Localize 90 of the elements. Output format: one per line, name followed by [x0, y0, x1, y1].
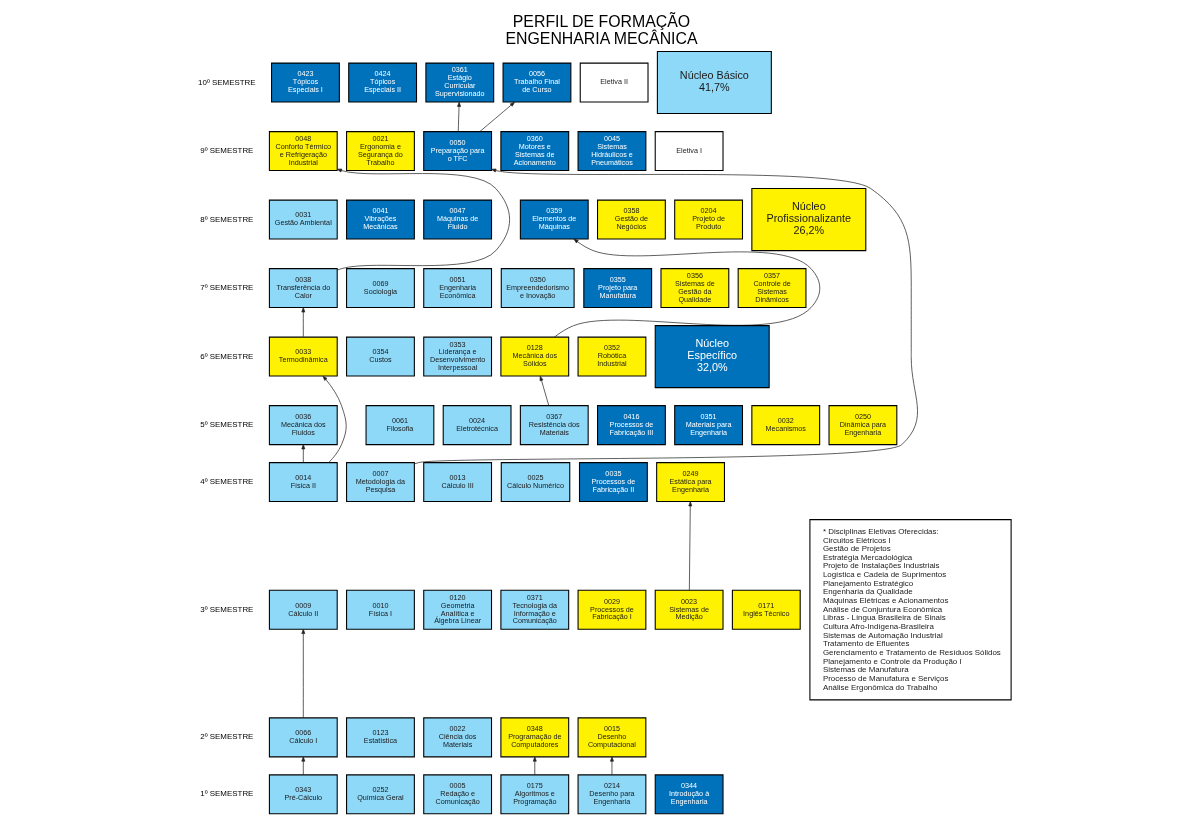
node-box: 0249 Estática para Engenharia — [656, 462, 725, 503]
node-box: 0032 Mecanismos — [751, 405, 821, 446]
node-box: 0022 Ciência dos Materiais — [423, 717, 493, 758]
label: 8º SEMESTRE — [200, 214, 254, 224]
node-box: 0014 Física II — [268, 462, 338, 503]
node-box: 0005 Redação e Comunicação — [423, 774, 493, 815]
node-box: 0120 Geometria Analítica e Álgebra Linear — [423, 589, 493, 630]
arrow — [322, 375, 347, 463]
label: 7º SEMESTRE — [200, 283, 254, 293]
node-box: * Disciplinas Eletivas Oferecidas: Circuitos Elétricos I Gestão de Projetos Estratégia Mercadológica Projeto de Instalações Industriais Logística e Cadeia de Suprimentos Planejamento Estratégico Engenharia da Qualidade Máquinas Elétricas e Acionamentos Análise de Conjuntura Econômica Libras - Língua Brasileira de Sinais Cultura Afro-Indígena-Brasileira Sistemas de Automação Industrial Tratamento de Efluentes Gerenciamento e Tratamento de Resíduos Sólidos Planejamento e Controle da Produção I Sistemas de Manufatura Processo de Manufatura e Serviços Análise Ergonômica do Trabalho — [809, 519, 1012, 701]
node-box: 0128 Mecânica dos Sólidos — [500, 336, 570, 377]
legend-label: Núcleo Básico 41,7% — [679, 68, 749, 94]
node-box: 0015 Desenho Computacional — [577, 717, 647, 758]
label: 6º SEMESTRE — [200, 351, 254, 361]
node-box: 0009 Cálculo II — [268, 589, 338, 630]
node-box: 0066 Cálculo I — [268, 717, 338, 758]
node-box: Eletiva II — [579, 62, 649, 103]
node-box: 0344 Introdução à Engenharia — [654, 774, 724, 815]
node-box: 0353 Liderança e Desenvolvimento Interpessoal — [423, 336, 493, 377]
legend-label: Núcleo Específico 32,0% — [687, 336, 738, 374]
node-box: 0361 Estágio Curricular Supervisionado — [425, 62, 495, 103]
node-box: 0355 Projeto para Manufatura — [583, 268, 653, 309]
node-box: 0029 Processos de Fabricação I — [577, 589, 647, 630]
node-box: 0041 Vibrações Mecânicas — [346, 199, 415, 240]
arrow — [301, 307, 306, 338]
arrow — [414, 168, 918, 465]
node-box: 0023 Sistemas de Medição — [654, 589, 724, 630]
node-box: 0371 Tecnologia da Informação e Comunicação — [500, 589, 570, 630]
node-box: 0354 Custos — [346, 336, 415, 377]
node-box: 0343 Pré-Cálculo — [268, 774, 338, 815]
arrow — [457, 101, 461, 132]
node-box: 0352 Robótica Industrial — [577, 336, 647, 377]
node-box: 0367 Resistência dos Materiais — [519, 405, 589, 446]
label: 2º SEMESTRE — [200, 732, 254, 742]
node-box: 0050 Preparação para o TFC — [423, 131, 493, 172]
node-box: 0357 Controle de Sistemas Dinâmicos — [737, 268, 807, 309]
node-box: 0423 Tópicos Especiais I — [271, 62, 340, 103]
arrow — [532, 756, 537, 776]
arrow — [336, 168, 510, 271]
node-box: 0061 Filosofia — [365, 405, 435, 446]
node-box: 0038 Transferência do Calor — [268, 268, 338, 309]
node-box: Eletiva I — [654, 131, 724, 172]
node-box: 0252 Química Geral — [346, 774, 415, 815]
node-box: 0010 Física I — [346, 589, 415, 630]
node-box: 0069 Sociologia — [346, 268, 415, 309]
node-box: 0359 Elementos de Máquinas — [519, 199, 589, 240]
label: 5º SEMESTRE — [200, 420, 254, 430]
arrow — [301, 628, 306, 719]
node-box: 0033 Termodinâmica — [268, 336, 338, 377]
label: 1º SEMESTRE — [200, 789, 254, 799]
label: 4º SEMESTRE — [200, 477, 254, 487]
node-box: 0024 Eletrotécnica — [442, 405, 512, 446]
node-box: 0358 Gestão de Negócios — [597, 199, 666, 240]
label: 9º SEMESTRE — [200, 146, 254, 156]
node-box: 0056 Trabalho Final de Curso — [502, 62, 572, 103]
arrow — [610, 756, 614, 776]
diagram-title: PERFIL DE FORMAÇÃO ENGENHARIA MECÂNICA — [505, 12, 698, 48]
node-box: 0360 Motores e Sistemas de Acionamento — [500, 131, 570, 172]
node-box: 0416 Processos de Fabricação III — [597, 405, 666, 446]
arrow — [479, 101, 515, 132]
node-box: 0021 Ergonomia e Segurança do Trabalho — [346, 131, 415, 172]
label: 3º SEMESTRE — [200, 604, 254, 614]
label: 10º SEMESTRE — [198, 77, 256, 87]
node-box: 0031 Gestão Ambiental — [268, 199, 338, 240]
arrow — [688, 501, 693, 591]
node-box: 0048 Conforto Térmico e Refrigeração Industrial — [268, 131, 338, 172]
node-box: 0025 Cálculo Numérico — [500, 462, 571, 503]
node-box: 0035 Processos de Fabricação II — [578, 462, 648, 503]
node-box: 0123 Estatística — [346, 717, 415, 758]
node-box: 0007 Metodologia da Pesquisa — [346, 462, 415, 503]
arrow — [554, 238, 821, 338]
node-box: 0036 Mecânica dos Fluidos — [268, 405, 338, 446]
node-box: 0351 Materiais para Engenharia — [674, 405, 744, 446]
node-box: 0047 Máquinas de Fluido — [423, 199, 493, 240]
node-box: 0171 Inglês Técnico — [731, 589, 801, 630]
node-box: 0356 Sistemas de Gestão da Qualidade — [660, 268, 730, 309]
node-box: 0350 Empreendedorismo e Inovação — [500, 268, 575, 309]
node-box: 0204 Projeto de Produto — [674, 199, 744, 240]
arrow — [539, 375, 550, 406]
node-box: 0348 Programação de Computadores — [500, 717, 570, 758]
node-box: 0175 Algoritmos e Programação — [500, 774, 570, 815]
node-box: 0051 Engenharia Econômica — [423, 268, 493, 309]
legend-label: Núcleo Profissionalizante 26,2% — [766, 199, 852, 237]
node-box: 0250 Dinâmica para Engenharia — [828, 405, 898, 446]
node-box: 0424 Tópicos Especiais II — [348, 62, 418, 103]
arrow — [301, 444, 306, 463]
arrow — [301, 756, 306, 776]
node-box: 0045 Sistemas Hidráulicos e Pneumáticos — [577, 131, 647, 172]
node-box: 0013 Cálculo III — [423, 462, 493, 503]
node-box: 0214 Desenho para Engenharia — [577, 774, 647, 815]
